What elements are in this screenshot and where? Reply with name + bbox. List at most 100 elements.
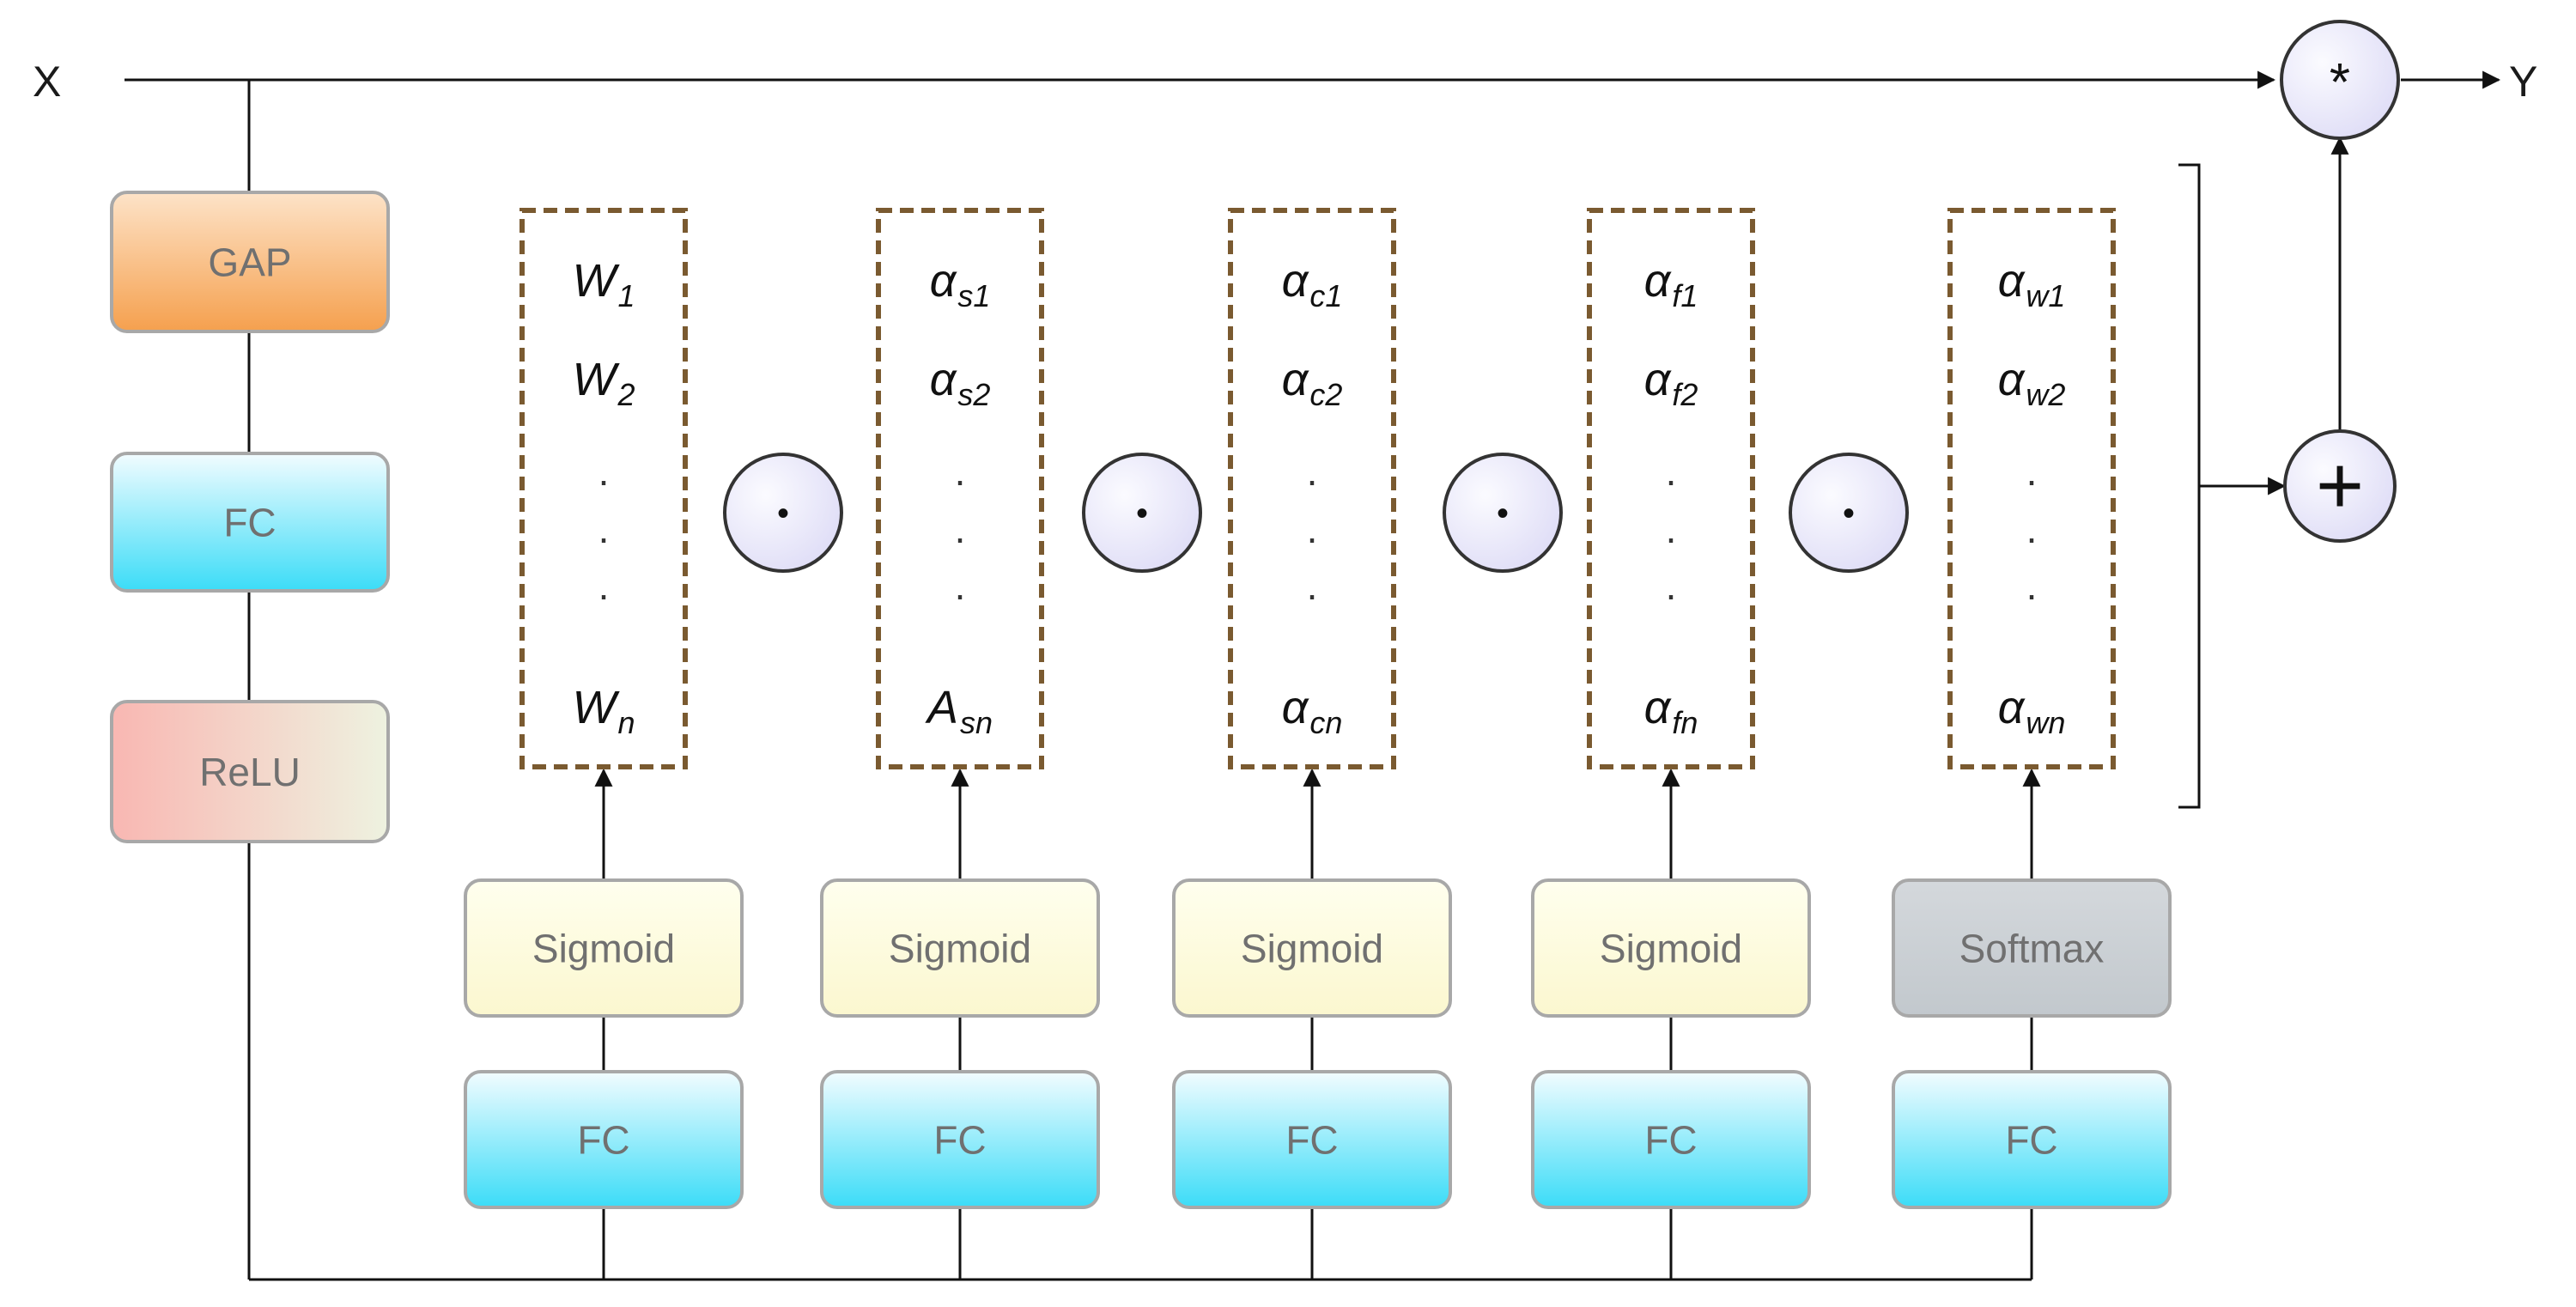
column-3-top-weight: αc1 [1282, 255, 1343, 313]
column-3-top-weight-text: αc1 [1282, 255, 1343, 313]
add-operator: + [2283, 429, 2397, 543]
output-label: Y [2509, 58, 2537, 106]
column-4-mid-weight-sub: f2 [1672, 377, 1698, 412]
column-2-mid-weight-text: αs2 [930, 354, 991, 412]
column-2-fc-box-shape [820, 1070, 1100, 1209]
column-4-mid-weight-text: αf2 [1644, 354, 1698, 412]
column-5-vector-box [1947, 208, 2116, 769]
column-2-activation-box-label: Sigmoid [889, 927, 1031, 971]
column-4-bottom-weight-text: αfn [1644, 682, 1698, 740]
multiply-operator-shape [2280, 20, 2400, 140]
column-3-bottom-weight-text: αcn [1282, 682, 1343, 740]
column-2-mid-weight-sub: s2 [957, 377, 990, 412]
relu-box: ReLU [110, 700, 390, 843]
column-2-activation-box-shape [820, 878, 1100, 1018]
column-1-fc-box-shape [464, 1070, 744, 1209]
column-2-vector-box [876, 208, 1044, 769]
hadamard-operator-4-symbol: • [1843, 495, 1855, 532]
column-3-mid-weight-text: αc2 [1282, 354, 1343, 412]
column-2-ellipsis-3: . [955, 563, 966, 608]
column-5-fc-box-shape [1892, 1070, 2172, 1209]
column-1-activation-box: Sigmoid [464, 878, 744, 1018]
column-1-ellipsis-3: . [598, 563, 610, 608]
column-2-top-weight-base: α [930, 255, 958, 307]
column-4-top-weight-text: αf1 [1644, 255, 1698, 313]
column-5-top-weight-sub: w1 [2026, 278, 2065, 313]
column-2-mid-weight: αs2 [930, 354, 991, 412]
column-2-mid-weight-base: α [930, 354, 958, 405]
column-5-activation-box-shape [1892, 878, 2172, 1018]
gap-box: GAP [110, 191, 390, 333]
add-operator-shape [2283, 429, 2397, 543]
column-5-bottom-weight-base: α [1998, 682, 2026, 733]
column-1-mid-weight: W2 [573, 354, 635, 412]
left-fc-box-label: FC [223, 501, 276, 545]
column-5-mid-weight-base: α [1998, 354, 2026, 405]
hadamard-operator-1-shape [723, 453, 843, 573]
hadamard-operator-3-symbol: • [1497, 495, 1509, 532]
hadamard-operator-2-symbol: • [1136, 495, 1148, 532]
column-4-ellipsis-2: . [1666, 507, 1677, 551]
column-4-top-weight-sub: f1 [1672, 278, 1698, 313]
column-3-ellipsis-2: . [1307, 507, 1318, 551]
left-fc-box-shape [110, 452, 390, 593]
column-1-top-weight-text: W1 [573, 255, 635, 313]
relu-box-shape [110, 700, 390, 843]
column-5-bottom-weight-text: αwn [1998, 682, 2066, 740]
hadamard-operator-4-shape [1789, 453, 1909, 573]
column-4-fc-box-label: FC [1644, 1118, 1697, 1163]
column-2-ellipsis-1: . [955, 449, 966, 494]
column-4-ellipsis-1: . [1666, 449, 1677, 494]
column-1-mid-weight-sub: 2 [617, 377, 635, 412]
column-5-ellipsis-3: . [2026, 563, 2038, 608]
column-1-fc-box-label: FC [577, 1118, 629, 1163]
column-5-top-weight-text: αw1 [1998, 255, 2066, 313]
column-2-bottom-weight-base: A [925, 682, 958, 733]
column-4-activation-box-label: Sigmoid [1600, 927, 1742, 971]
column-2-activation-box: Sigmoid [820, 878, 1100, 1018]
column-1-mid-weight-text: W2 [573, 354, 635, 412]
column-5-bottom-weight: αwn [1998, 682, 2066, 740]
column-3-activation-box: Sigmoid [1172, 878, 1452, 1018]
column-5-bottom-weight-sub: wn [2026, 705, 2065, 740]
column-5-activation-box-label: Softmax [1959, 927, 2105, 971]
column-2-bottom-weight: Asn [925, 682, 993, 740]
column-3-fc-box-shape [1172, 1070, 1452, 1209]
column-5-mid-weight-sub: w2 [2026, 377, 2065, 412]
add-operator-symbol: + [2316, 440, 2364, 532]
column-4-ellipsis-3: . [1666, 563, 1677, 608]
column-3-bottom-weight-base: α [1282, 682, 1310, 733]
left-fc-box: FC [110, 452, 390, 593]
gap-box-label: GAP [208, 240, 291, 285]
multiply-operator: * [2280, 20, 2400, 140]
hadamard-operator-1-symbol: • [777, 495, 789, 532]
column-2-bottom-weight-sub: sn [960, 705, 993, 740]
column-5-top-weight-base: α [1998, 255, 2026, 307]
column-3-activation-box-shape [1172, 878, 1452, 1018]
column-1-ellipsis-2: . [598, 507, 610, 551]
column-1-activation-box-shape [464, 878, 744, 1018]
column-5-mid-weight: αw2 [1998, 354, 2066, 412]
column-1-bottom-weight-text: Wn [573, 682, 635, 740]
column-4-activation-box-shape [1531, 878, 1811, 1018]
column-4-top-weight-base: α [1644, 255, 1673, 307]
column-4-mid-weight-base: α [1644, 354, 1673, 405]
multiply-operator-symbol: * [2330, 53, 2350, 112]
column-3-fc-box: FC [1172, 1070, 1452, 1209]
column-3-vector-box [1228, 208, 1396, 769]
relu-box-label: ReLU [199, 750, 301, 794]
column-3-top-weight-sub: c1 [1309, 278, 1342, 313]
column-2-fc-box: FC [820, 1070, 1100, 1209]
column-3-fc-box-label: FC [1285, 1118, 1338, 1163]
column-1-vector-box [519, 208, 688, 769]
column-5-ellipsis-1: . [2026, 449, 2038, 494]
column-3-mid-weight-sub: c2 [1309, 377, 1342, 412]
column-5-mid-weight-text: αw2 [1998, 354, 2066, 412]
column-1-top-weight: W1 [573, 255, 635, 313]
column-4-activation-box: Sigmoid [1531, 878, 1811, 1018]
input-label: X [33, 58, 61, 106]
column-2-bottom-weight-text: Asn [925, 682, 993, 740]
column-3-activation-box-label: Sigmoid [1241, 927, 1383, 971]
column-4-bottom-weight-sub: fn [1672, 705, 1698, 740]
